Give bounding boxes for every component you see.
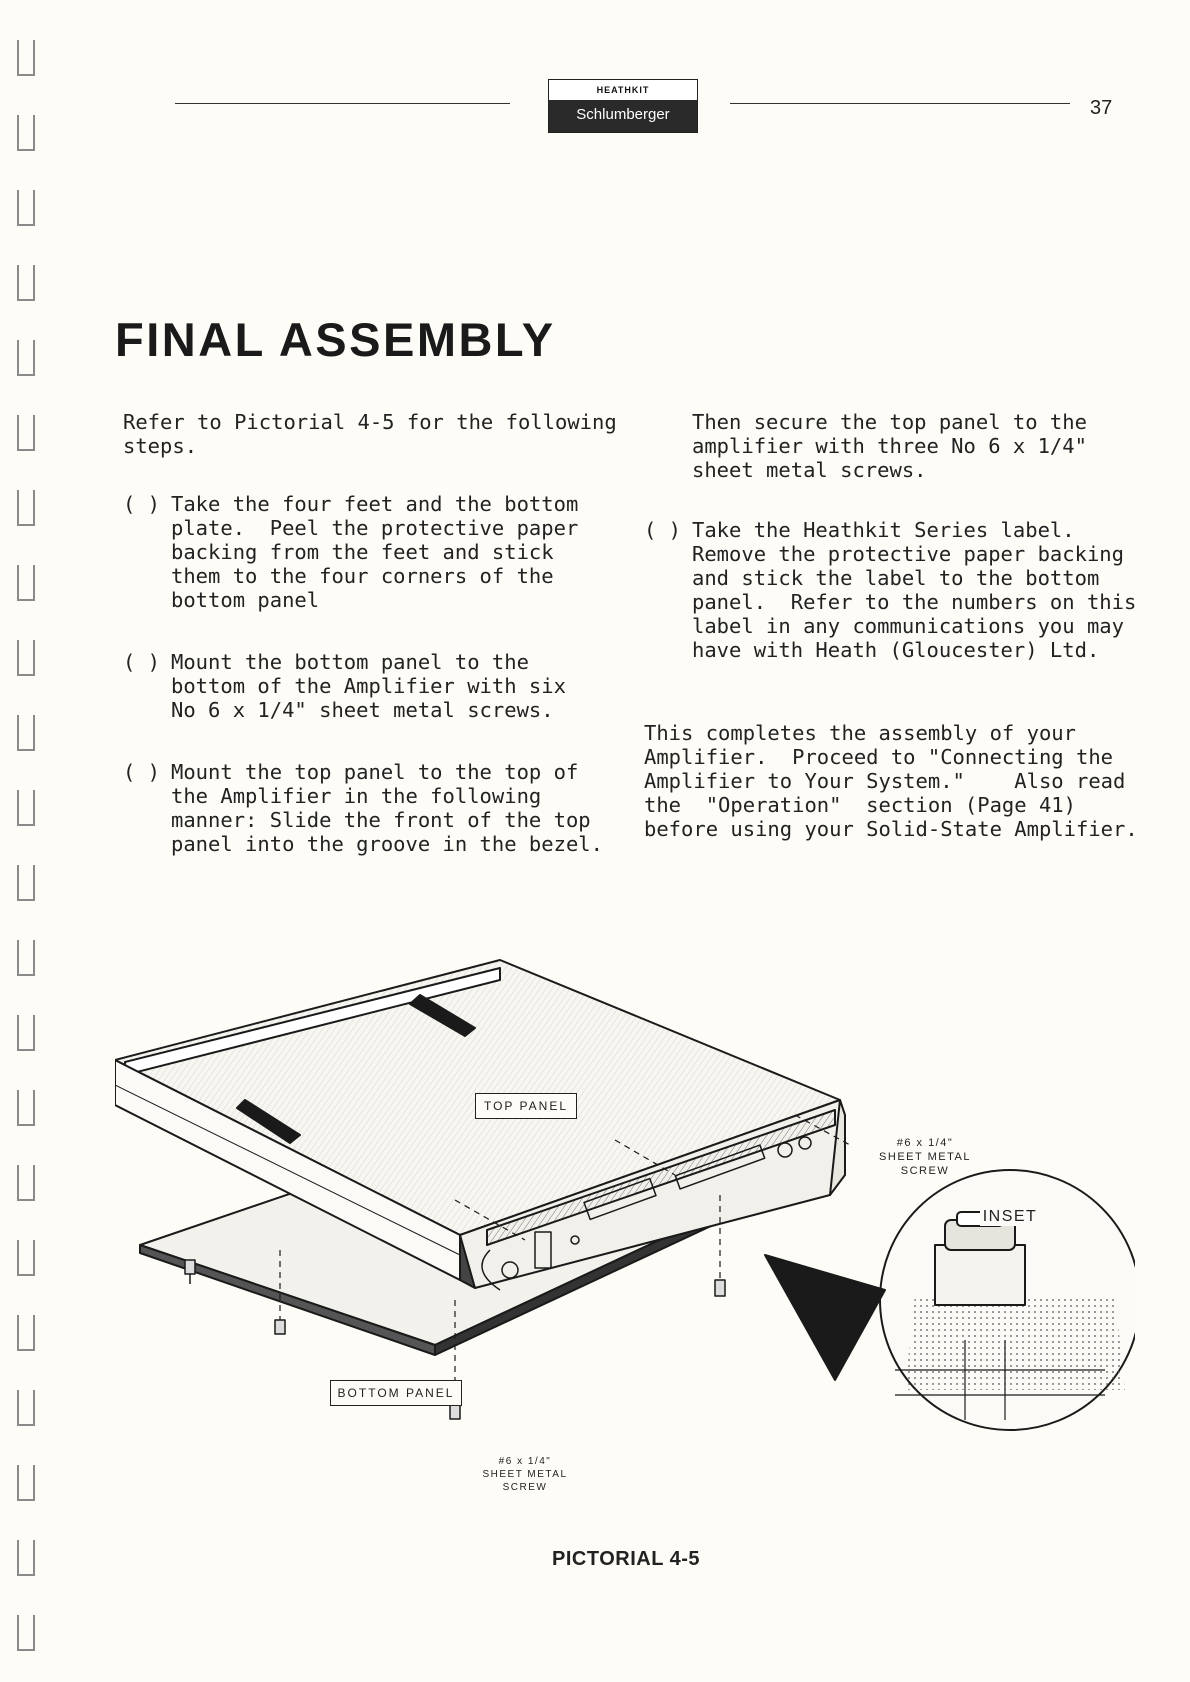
screw-label-bottom: #6 x 1/4" SHEET METAL SCREW xyxy=(482,1456,568,1493)
inset-label: INSET xyxy=(980,1208,1040,1226)
step-text: Mount the top panel to the top of the Am… xyxy=(171,760,603,856)
binding-holes xyxy=(17,40,35,1651)
logo-brand-top: HEATHKIT xyxy=(596,85,650,95)
checkbox-mark: ( ) xyxy=(123,650,161,674)
screw-label-right: #6 x 1/4" SHEET METAL SCREW xyxy=(879,1137,971,1177)
checkbox-mark: ( ) xyxy=(123,492,161,516)
section-title: FINAL ASSEMBLY xyxy=(115,313,556,366)
checkbox-mark: ( ) xyxy=(644,518,682,542)
heathkit-logo: HEATHKIT Schlumberger xyxy=(548,79,698,133)
right-continuation: Then secure the top panel to the amplifi… xyxy=(692,410,1087,482)
checkbox-mark: ( ) xyxy=(123,760,161,784)
left-intro: Refer to Pictorial 4-5 for the following… xyxy=(123,410,617,458)
step-text: Mount the bottom panel to the bottom of … xyxy=(171,650,566,722)
figure-caption: PICTORIAL 4-5 xyxy=(552,1548,701,1570)
closing-paragraph: This completes the assembly of your Ampl… xyxy=(644,721,1138,841)
logo-brand-bottom: Schlumberger xyxy=(549,100,697,132)
top-panel-label: TOP PANEL xyxy=(475,1093,577,1119)
pictorial-figure: TOP PANEL BOTTOM PANEL #6 x 1/4" SHEET M… xyxy=(114,950,1141,1510)
page-number: 37 xyxy=(1090,97,1113,119)
step-text: Take the Heathkit Series label. Remove t… xyxy=(692,518,1137,662)
step-text: Take the four feet and the bottom plate.… xyxy=(171,492,579,612)
amplifier-drawing xyxy=(114,959,1141,1431)
bottom-panel-label: BOTTOM PANEL xyxy=(330,1380,462,1406)
header-rule-left xyxy=(175,103,510,104)
header-rule-right xyxy=(730,103,1070,104)
